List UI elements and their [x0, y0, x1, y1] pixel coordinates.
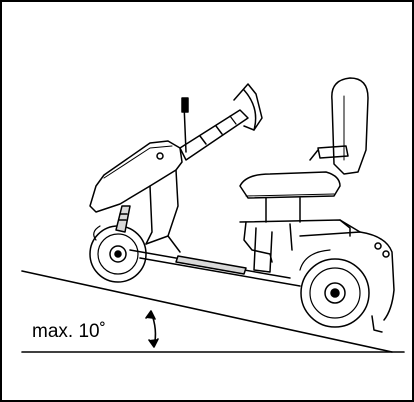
seat — [239, 77, 369, 199]
double-arrow-arc-icon — [145, 310, 159, 348]
rear-body — [239, 197, 395, 333]
ground-lines — [21, 270, 405, 353]
front-fairing — [89, 140, 183, 245]
mobility-scooter-icon — [89, 77, 395, 333]
chassis — [129, 235, 301, 287]
front-fork — [115, 205, 131, 233]
ramp-slope-line — [21, 270, 393, 353]
rear-wheel — [299, 249, 370, 328]
max-angle-label: max. 10˚ — [32, 321, 106, 342]
front-wheel — [89, 225, 147, 283]
steering-column — [179, 83, 263, 161]
